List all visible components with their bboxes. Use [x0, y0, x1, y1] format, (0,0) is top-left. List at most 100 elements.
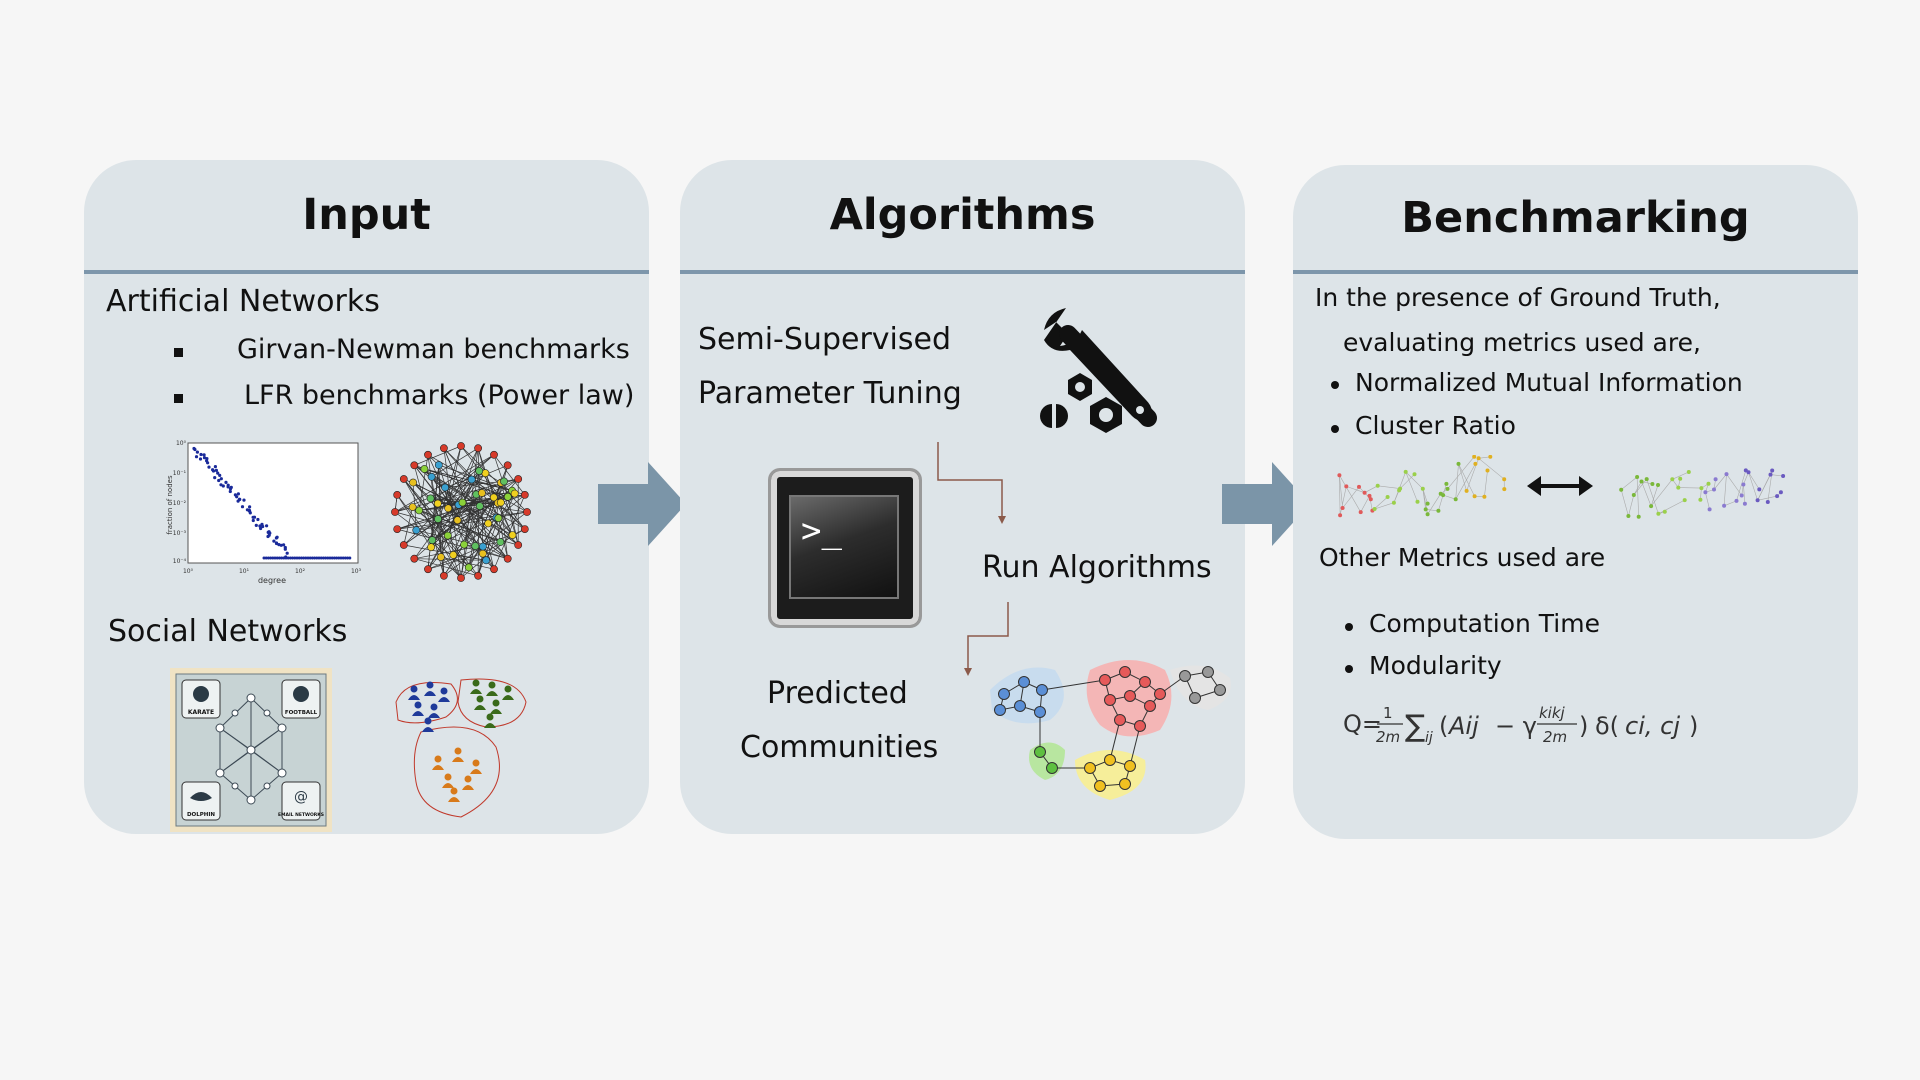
network-node [490, 565, 498, 574]
network-node [460, 540, 468, 549]
svg-text:2m: 2m [1543, 728, 1567, 746]
thumbnail-edge [1339, 475, 1343, 509]
plot-point [274, 536, 278, 540]
network-node [457, 574, 465, 582]
thumbnail-node [1362, 490, 1367, 495]
plot-point [304, 556, 308, 560]
network-node [496, 538, 505, 546]
network-node [503, 492, 512, 501]
svg-text:Aij: Aij [1447, 712, 1479, 740]
community-node [1114, 714, 1126, 726]
plot-point [315, 556, 319, 560]
thumbnail-edge [1636, 476, 1639, 517]
network-node [393, 525, 402, 533]
community-node [1034, 746, 1046, 758]
person-icon-head [444, 773, 452, 781]
network-edge [498, 493, 515, 519]
network-node [433, 499, 442, 508]
thumbnail-edge [1748, 472, 1760, 490]
thumbnail-node [1712, 487, 1716, 492]
thumbnail-edge [1443, 494, 1456, 500]
plot-point [236, 492, 240, 496]
thumbnail-edge [1736, 470, 1747, 501]
network-node [444, 504, 453, 513]
network-node [458, 498, 467, 507]
thumbnail-node [1703, 490, 1708, 495]
person-icon-body [452, 757, 464, 762]
plot-point [251, 518, 255, 523]
community-edge [1109, 719, 1121, 761]
thumbnail-edge [1455, 463, 1476, 500]
community-node [1144, 700, 1156, 712]
thumbnail-node [1344, 484, 1349, 489]
bullet-square [174, 348, 183, 357]
thumbnail-edge [1646, 479, 1659, 514]
community-node [1014, 700, 1026, 712]
thumbnail-node [1698, 497, 1703, 502]
network-node [420, 465, 429, 473]
plot-point [221, 484, 225, 488]
thumbnail-node [1757, 487, 1762, 492]
predicted-communities-graph [990, 660, 1231, 800]
thumbnail-node [1713, 477, 1718, 482]
person-icon-body [462, 785, 474, 790]
thumbnail-node [1739, 493, 1744, 498]
network-edge [447, 445, 462, 509]
thumbnail-node [1678, 476, 1683, 481]
thumbnail-edge [1658, 499, 1685, 515]
person-icon-head [488, 681, 496, 689]
plot-ylabel: fraction of nodes [166, 475, 174, 535]
network-node [399, 541, 408, 549]
bullet-dot [1345, 665, 1353, 673]
community-node [1034, 706, 1046, 718]
network-node [523, 508, 531, 516]
bullet-square [174, 394, 183, 403]
tile-label-karate: KARATE [188, 709, 214, 716]
bullet-dot [1331, 381, 1339, 389]
thumbnail-node [1472, 455, 1477, 459]
network-node [440, 444, 448, 453]
thumbnail-node [1412, 472, 1417, 477]
network-node [441, 483, 449, 492]
svg-text:kikj: kikj [1539, 704, 1566, 722]
thumbnail-edge [1621, 476, 1638, 490]
thumbnail-edge [1399, 473, 1415, 489]
network-node [482, 556, 490, 565]
thumbnail-node [1441, 493, 1446, 498]
network-node [484, 519, 493, 528]
network-node [427, 543, 435, 552]
community-node [998, 688, 1010, 700]
thumbnail-node [1415, 499, 1420, 504]
thumbnail-node [1650, 482, 1655, 486]
thumbnail-edge [1405, 471, 1424, 489]
thumbnail-node [1397, 488, 1402, 493]
thumbnail-node [1502, 487, 1507, 492]
plot-point [273, 556, 277, 560]
svg-text:− γ: − γ [1495, 712, 1537, 740]
network-edge [403, 478, 439, 520]
plot-point [330, 556, 334, 560]
network-node [508, 531, 517, 539]
thumbnail-node [1425, 501, 1430, 506]
person-icon-body [486, 691, 498, 696]
plot-point [310, 556, 314, 560]
thumbnail-node [1722, 503, 1727, 508]
person-icon-body [448, 797, 460, 802]
community-node [1099, 674, 1111, 686]
person-icon-body [470, 689, 482, 694]
thumbnail-edge [1633, 478, 1647, 496]
thumbnail-node [1636, 514, 1641, 519]
network-edge [412, 506, 501, 543]
predicted-line2: Communities [740, 730, 939, 765]
person-icon-body [428, 713, 440, 718]
other-metrics-heading: Other Metrics used are [1319, 543, 1606, 572]
thumbnail-edge [1723, 474, 1727, 506]
svg-text:10⁰: 10⁰ [183, 568, 194, 575]
network-edge [403, 544, 487, 561]
artificial-networks-heading: Artificial Networks [106, 284, 380, 319]
person-icon-head [450, 787, 458, 795]
plot-point [264, 556, 268, 560]
thumbnail-edge [1425, 509, 1439, 512]
plot-point [348, 556, 352, 560]
plot-point [291, 556, 295, 560]
